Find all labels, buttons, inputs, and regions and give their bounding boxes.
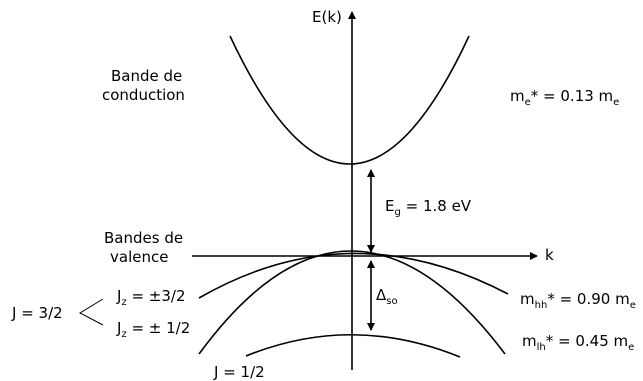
j-bracket [78,298,104,326]
split-off-band-curve [245,333,461,358]
jz-one-half-label: Jz = ± 1/2 [116,319,190,340]
light-hole-mass-label: mlh* = 0.45 me [522,332,634,353]
conduction-band-label-line1: Bande de [111,67,182,85]
light-hole-band-curve [198,250,506,355]
jz-three-halves-label: Jz = ±3/2 [116,287,186,308]
valence-band-label-line2: valence [110,248,168,266]
energy-axis-label: E(k) [312,8,342,26]
conduction-band-label-line2: conduction [102,86,185,104]
band-gap-label: Eg = 1.8 eV [385,197,472,218]
j-three-halves-label: J = 3/2 [11,304,63,322]
valence-band-label-line1: Bandes de [104,229,183,247]
k-axis-label: k [545,246,554,264]
j-one-half-label: J = 1/2 [213,363,265,381]
split-off-energy-label: Δso [376,286,398,307]
conduction-band-curve [229,35,470,165]
heavy-hole-band-curve [198,252,509,299]
electron-mass-label: me* = 0.13 me [510,87,619,108]
heavy-hole-mass-label: mhh* = 0.90 me [520,290,636,311]
